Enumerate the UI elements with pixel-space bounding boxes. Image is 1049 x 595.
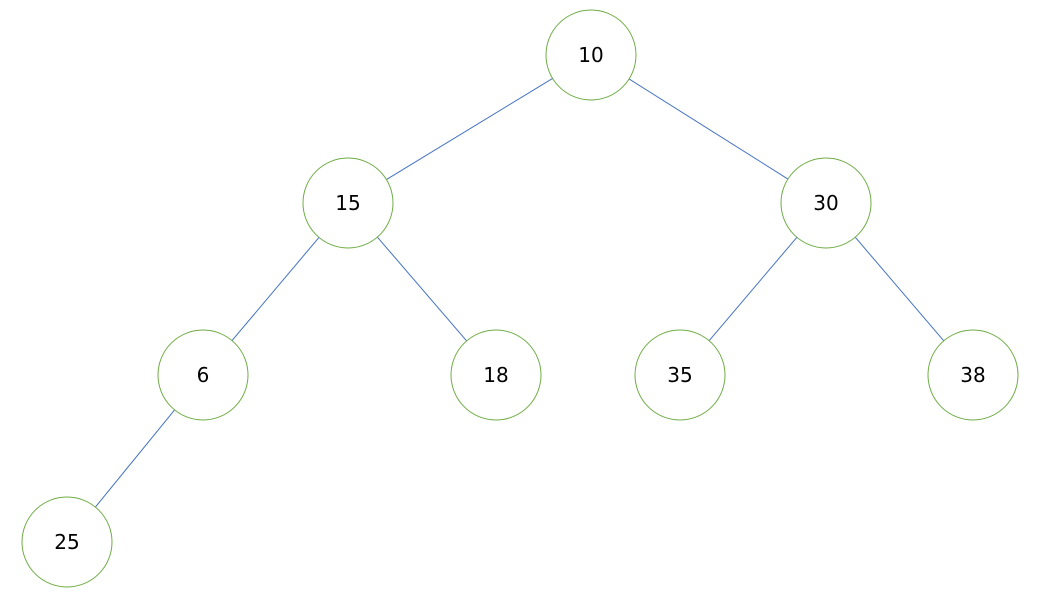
tree-edge	[95, 409, 175, 508]
tree-node: 10	[545, 9, 637, 101]
tree-edges	[95, 77, 945, 508]
node-label: 38	[960, 363, 985, 387]
tree-node: 6	[157, 329, 249, 421]
node-label: 35	[667, 363, 692, 387]
tree-node: 25	[21, 496, 113, 588]
node-label: 25	[54, 530, 79, 554]
tree-node: 35	[634, 329, 726, 421]
node-circle	[780, 157, 872, 249]
node-label: 15	[335, 191, 360, 215]
node-label: 10	[578, 43, 603, 67]
node-circle	[927, 329, 1019, 421]
tree-node: 18	[450, 329, 542, 421]
node-circle	[157, 329, 249, 421]
tree-edge	[376, 236, 468, 342]
tree-nodes: 10 15 30 6 18 35 38 25	[21, 9, 1019, 588]
node-circle	[545, 9, 637, 101]
node-circle	[450, 329, 542, 421]
node-circle	[302, 157, 394, 249]
node-label: 18	[483, 363, 508, 387]
node-label: 6	[197, 363, 210, 387]
tree-edge	[231, 237, 320, 341]
node-circle	[634, 329, 726, 421]
tree-edge	[854, 236, 945, 342]
node-circle	[21, 496, 113, 588]
node-label: 30	[813, 191, 838, 215]
tree-node: 30	[780, 157, 872, 249]
tree-node: 38	[927, 329, 1019, 421]
tree-edge	[628, 78, 789, 180]
tree-edge	[708, 236, 798, 342]
tree-node: 15	[302, 157, 394, 249]
tree-edge	[386, 77, 553, 181]
